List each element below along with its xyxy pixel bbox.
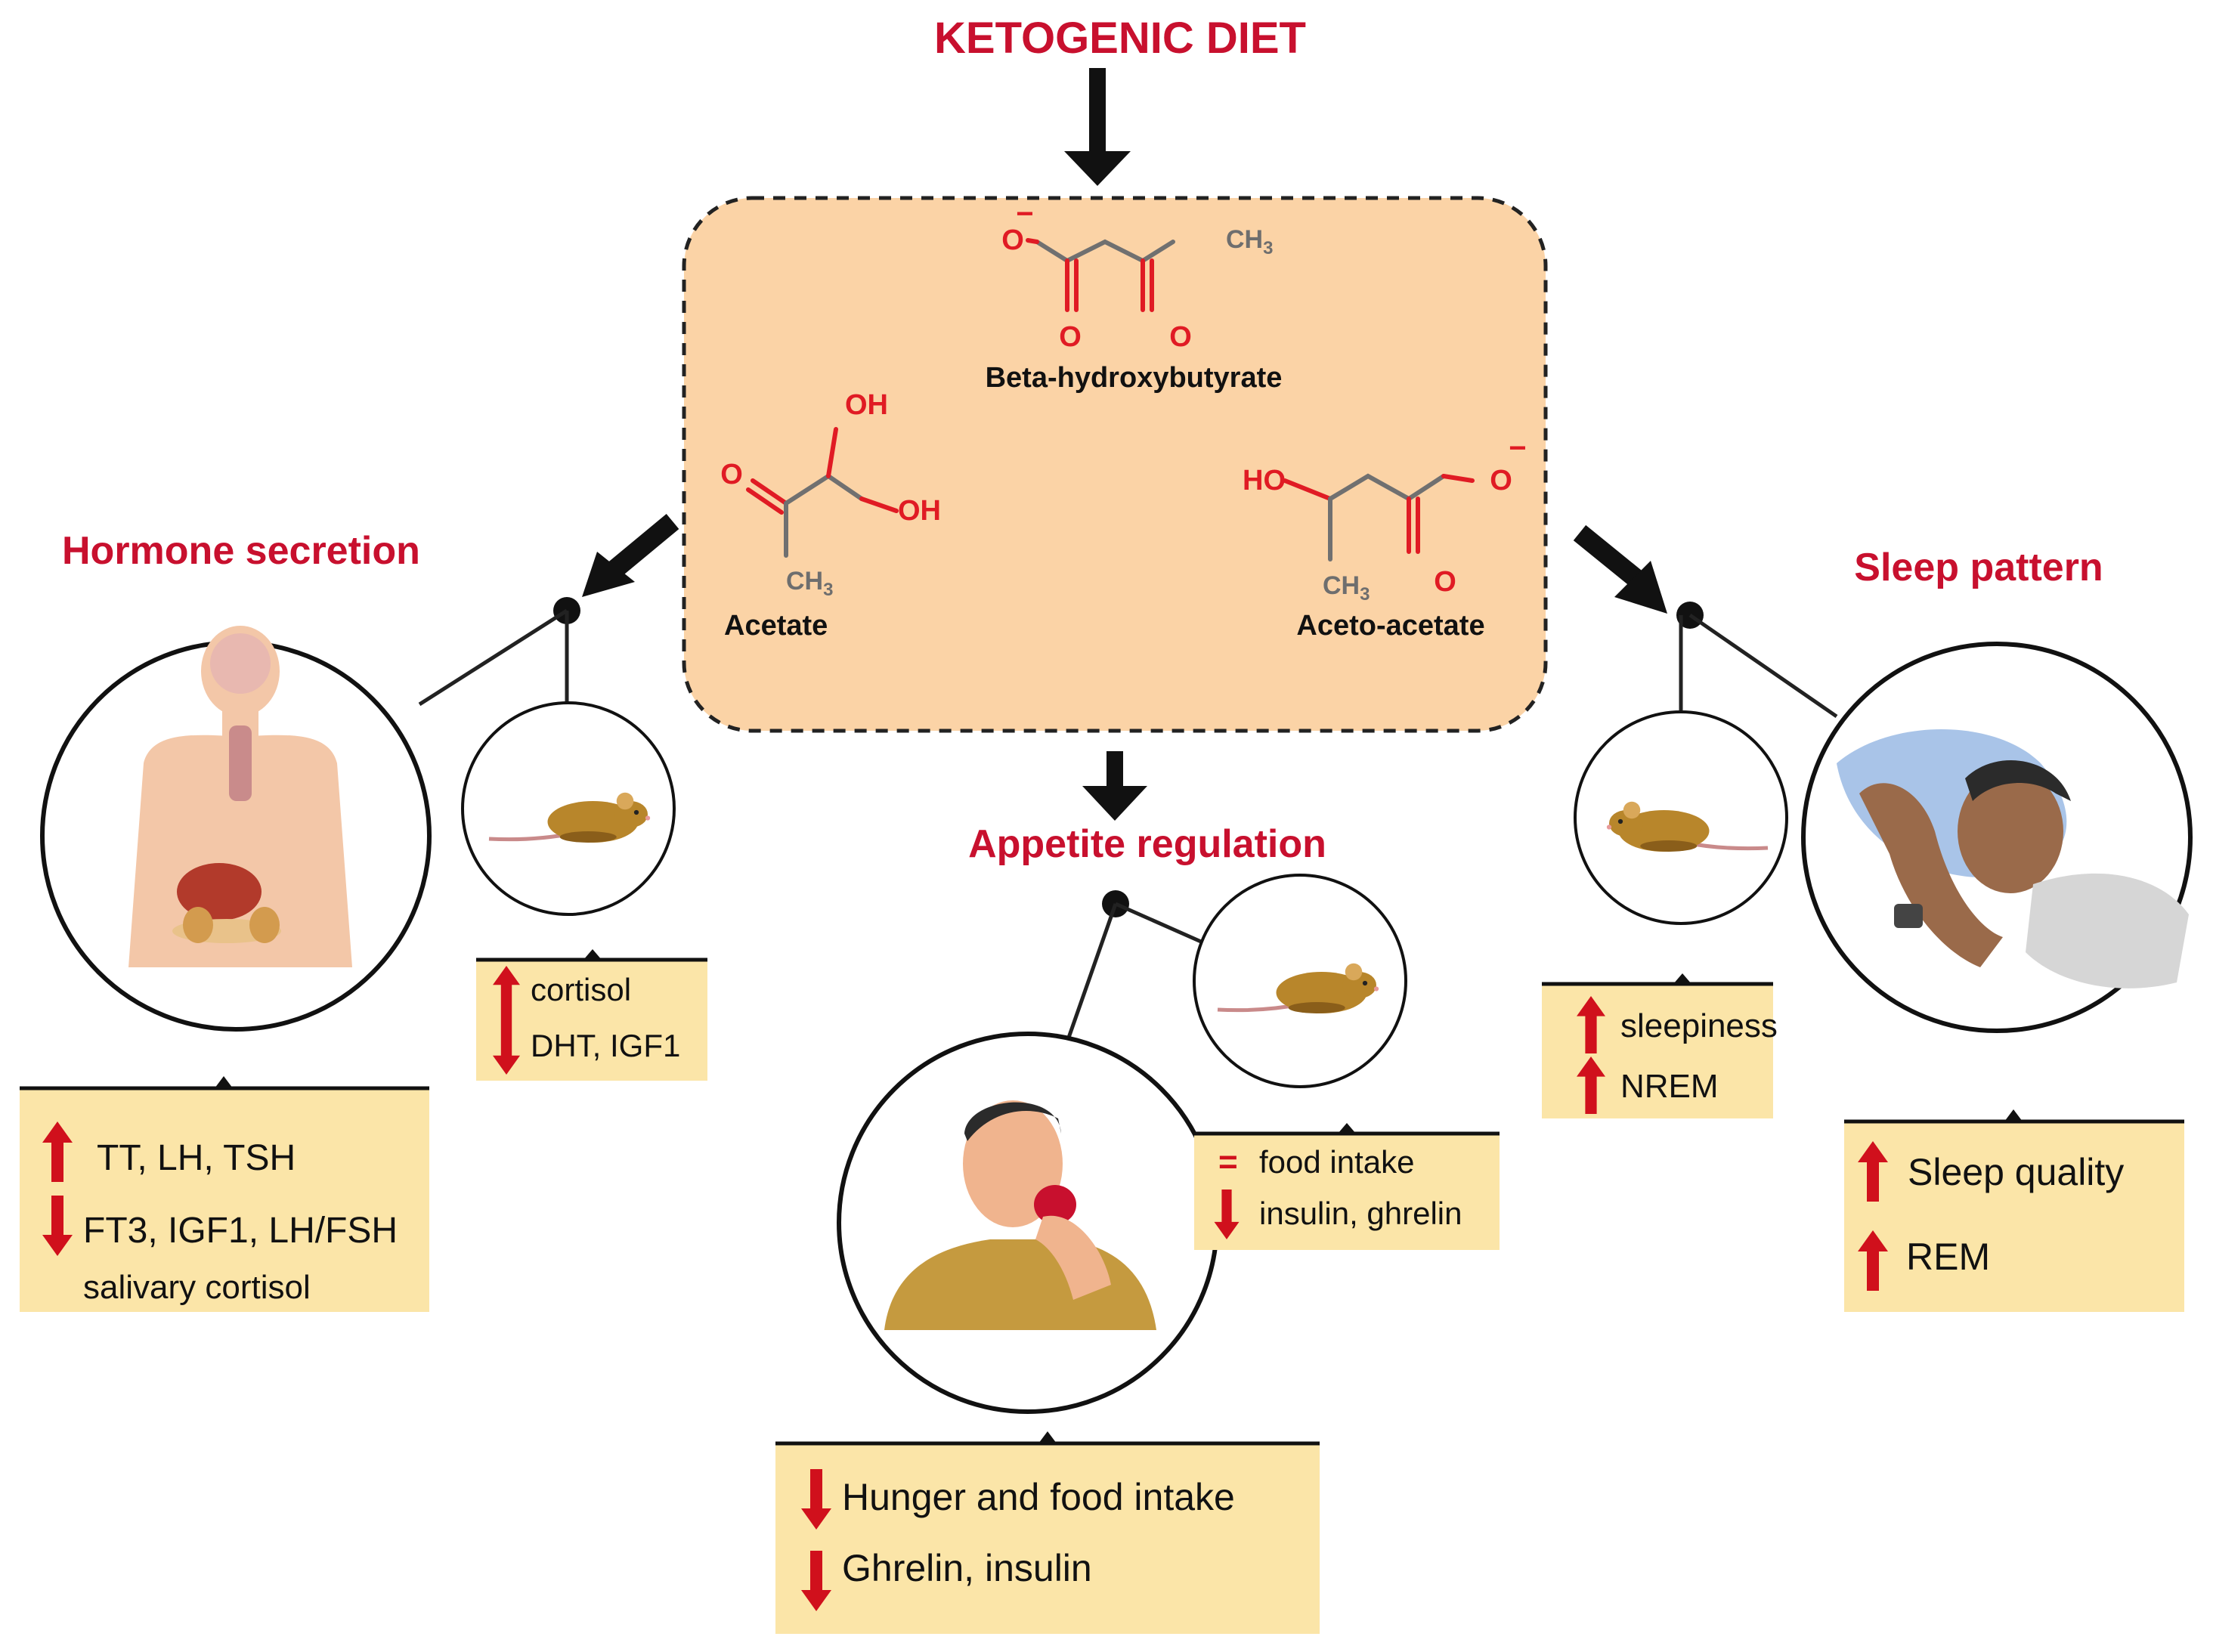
hormone-human-box: TT, LH, TSH FT3, IGF1, LH/FSH salivary c… xyxy=(20,1076,429,1312)
arrow-to-sleep xyxy=(1573,524,1667,614)
sleep-human-up2-text: REM xyxy=(1906,1236,1990,1278)
hormone-human-down2-text: salivary cortisol xyxy=(83,1269,311,1306)
hormone-human-down-text: FT3, IGF1, LH/FSH xyxy=(83,1211,398,1251)
appetite-human-box: Hunger and food intake Ghrelin, insulin xyxy=(775,1431,1320,1634)
acetoacetate-o: O xyxy=(1434,566,1456,598)
hormone-mouse-box: cortisol DHT, IGF1 xyxy=(476,949,707,1081)
hormone-title: Hormone secretion xyxy=(62,529,420,573)
appetite-human-down1-text: Hunger and food intake xyxy=(842,1476,1235,1518)
arrow-to-appetite xyxy=(1082,751,1147,821)
appetite-title: Appetite regulation xyxy=(968,822,1326,866)
appetite-mouse-equal-symbol: = xyxy=(1218,1143,1238,1180)
bhb-o-1: O xyxy=(1059,321,1082,353)
sleep-title: Sleep pattern xyxy=(1854,546,2103,589)
acetate-o: O xyxy=(720,459,743,490)
bhb-ch3: CH3 xyxy=(1226,225,1273,258)
acetate-name: Acetate xyxy=(724,610,828,642)
sleep-connectors xyxy=(1676,602,1838,719)
hormone-mouse-down-text: DHT, IGF1 xyxy=(531,1028,680,1063)
bhb-name: Beta-hydroxybutyrate xyxy=(986,362,1283,394)
acetate-ch3: CH3 xyxy=(786,567,833,600)
appetite-connectors xyxy=(1062,890,1209,1051)
bhb-o-2: O xyxy=(1169,321,1192,353)
hormone-connectors xyxy=(418,597,580,707)
acetate-oh-1: OH xyxy=(845,389,888,421)
sleep-human-up1-text: Sleep quality xyxy=(1908,1151,2124,1193)
hormone-mouse-up-text: cortisol xyxy=(531,972,631,1007)
appetite-human-down2-text: Ghrelin, insulin xyxy=(842,1547,1092,1589)
acetoacetate-structure: HO O − O CH3 Aceto-acetate xyxy=(1243,432,1527,642)
appetite-mouse-box: = food intake insulin, ghrelin xyxy=(1194,1123,1500,1250)
appetite-mouse-circle xyxy=(1193,874,1407,1088)
acetoacetate-o-minus: O xyxy=(1490,465,1512,497)
sleep-mouse-up1-text: sleepiness xyxy=(1620,1007,1778,1044)
ketone-bodies-box xyxy=(682,196,1548,733)
acetate-structure: OH OH O CH3 Acetate xyxy=(720,389,941,642)
bhb-o-minus: O xyxy=(1001,224,1024,256)
acetoacetate-ch3: CH3 xyxy=(1323,571,1370,605)
acetoacetate-name: Aceto-acetate xyxy=(1296,610,1484,642)
sleep-mouse-up2-text: NREM xyxy=(1620,1068,1719,1105)
acetate-oh-2: OH xyxy=(898,495,941,527)
hormone-mouse-circle xyxy=(461,701,676,916)
bhb-minus: − xyxy=(1016,197,1033,230)
sleep-human-box: Sleep quality REM xyxy=(1844,1109,2184,1312)
arrow-title-to-center xyxy=(1064,68,1131,186)
arrow-to-hormone xyxy=(582,513,679,597)
bhb-structure: O − O O CH3 Beta-hydroxybutyrate xyxy=(986,197,1283,394)
sleep-mouse-box: sleepiness NREM xyxy=(1542,973,1778,1118)
sleep-human-circle xyxy=(1801,642,2193,1033)
appetite-human-circle xyxy=(837,1032,1219,1414)
appetite-mouse-equal-text: food intake xyxy=(1259,1144,1415,1180)
diagram-title: KETOGENIC DIET xyxy=(934,14,1306,63)
acetoacetate-minus: − xyxy=(1509,432,1526,465)
hormone-human-up-text: TT, LH, TSH xyxy=(97,1138,296,1178)
appetite-mouse-down-text: insulin, ghrelin xyxy=(1259,1196,1462,1231)
hormone-human-circle xyxy=(40,626,432,1032)
sleep-mouse-circle xyxy=(1574,710,1788,925)
acetoacetate-ho: HO xyxy=(1243,465,1286,497)
